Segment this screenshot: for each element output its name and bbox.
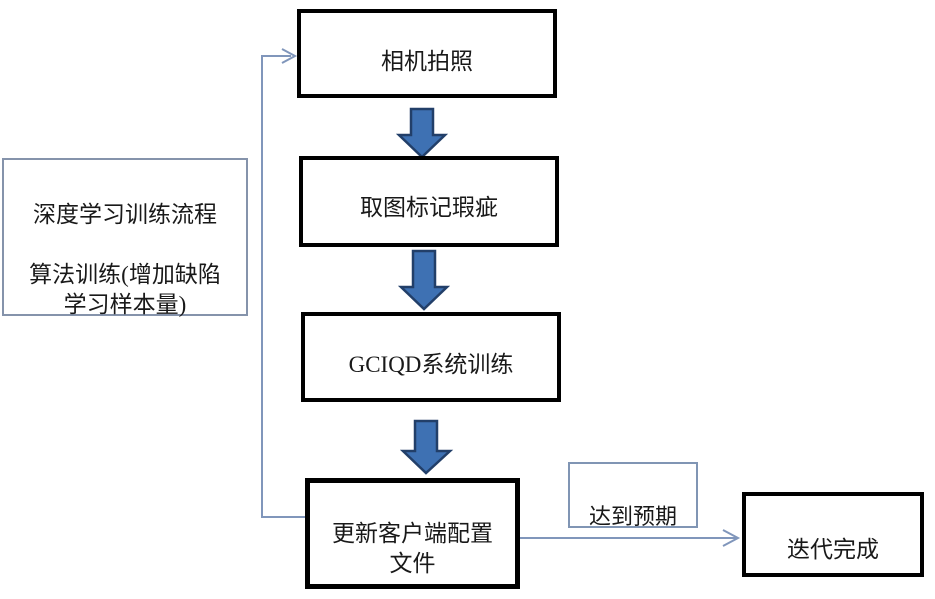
node-update-client-config-label: 更新客户端配置 文件 [332,521,493,576]
node-expectation-met-label: 达到预期 [588,504,677,529]
node-mark-defects-label: 取图标记瑕疵 [360,195,498,220]
node-gciqd-training: GCIQD系统训练 [301,312,561,402]
result-arrowhead-icon [722,529,741,547]
node-camera-capture-label: 相机拍照 [381,49,473,74]
node-camera-capture: 相机拍照 [297,9,557,98]
node-update-client-config: 更新客户端配置 文件 [305,478,520,589]
feedback-arrowhead-icon [281,48,298,64]
node-process-annotation: 深度学习训练流程 算法训练(增加缺陷 学习样本量) [2,158,248,317]
node-process-annotation-label: 深度学习训练流程 算法训练(增加缺陷 学习样本量) [29,202,221,317]
node-gciqd-training-label: GCIQD系统训练 [348,352,514,377]
node-iteration-complete-label: 迭代完成 [787,537,879,562]
node-iteration-complete: 迭代完成 [742,492,924,577]
down-block-arrow-icon-2 [397,249,451,311]
feedback-connector-line [261,55,305,518]
node-mark-defects: 取图标记瑕疵 [299,156,559,247]
down-block-arrow-icon-1 [395,107,449,159]
down-block-arrow-icon-3 [399,419,454,475]
node-expectation-met: 达到预期 [568,462,698,529]
